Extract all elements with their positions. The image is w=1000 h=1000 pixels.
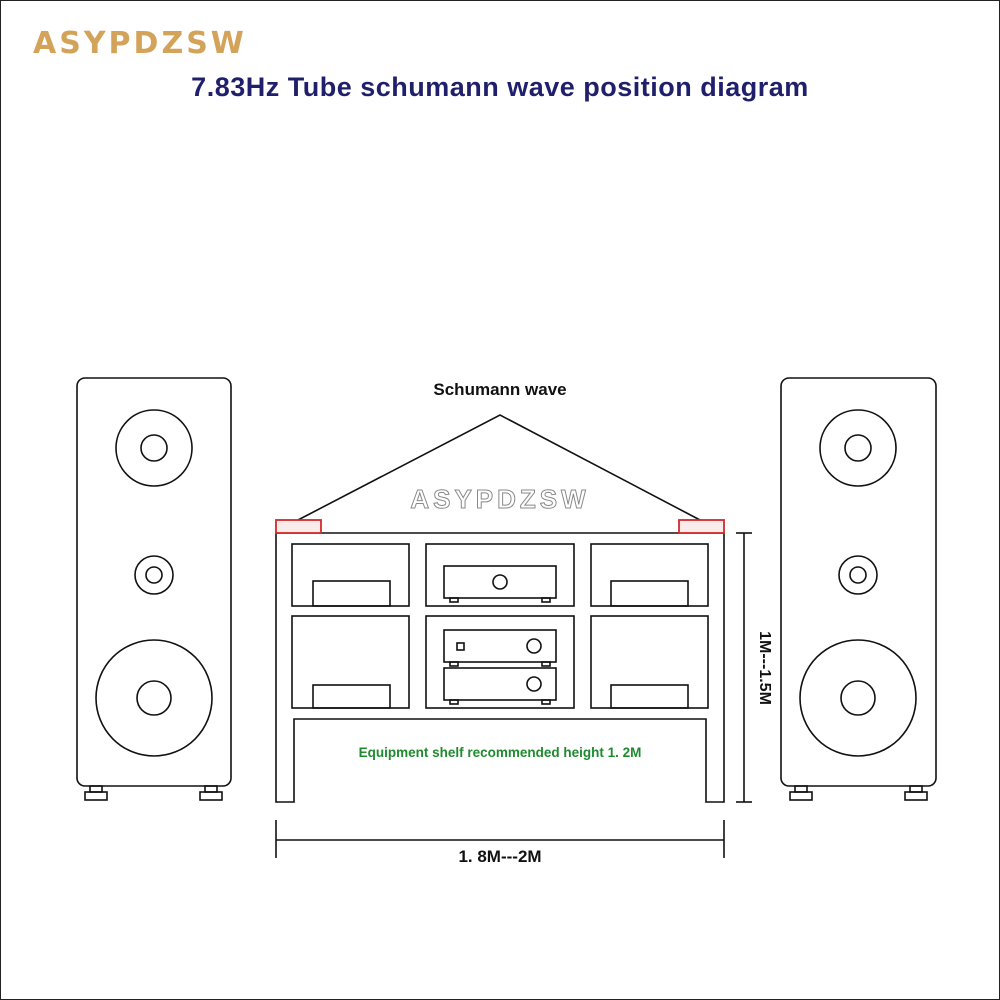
side-box-bottom-left xyxy=(312,684,391,709)
right-tweeter-outer xyxy=(819,409,897,487)
amplifier-top xyxy=(443,565,557,603)
side-box-bottom-right xyxy=(610,684,689,709)
left-speaker-feet xyxy=(84,785,223,801)
left-midrange-outer xyxy=(134,555,174,595)
source-unit xyxy=(443,667,557,705)
left-speaker xyxy=(76,377,232,801)
width-dimension-label: 1. 8M---2M xyxy=(458,847,541,866)
width-dimension xyxy=(275,820,725,858)
rack-frame xyxy=(275,532,725,803)
left-midrange-dome xyxy=(145,566,163,584)
page-title: 7.83Hz Tube schumann wave position diagr… xyxy=(191,72,809,102)
right-midrange-dome xyxy=(849,566,867,584)
tube-units xyxy=(275,519,725,534)
right-speaker xyxy=(780,377,937,801)
rack-slot-bottom-left xyxy=(291,615,410,709)
side-box-top-left xyxy=(312,580,391,607)
left-tweeter-dome xyxy=(140,434,168,462)
left-tweeter-outer xyxy=(115,409,193,487)
left-speaker-cabinet xyxy=(76,377,232,787)
rack-slot-bottom-right xyxy=(590,615,709,709)
tube-right-icon xyxy=(678,519,725,534)
amplifier-top-knob xyxy=(492,574,508,590)
rack-slot-top-center xyxy=(425,543,575,607)
tube-left-icon xyxy=(275,519,322,534)
preamp-unit xyxy=(443,629,557,667)
left-woofer-dome xyxy=(136,680,172,716)
height-dimension xyxy=(736,532,752,803)
right-midrange-outer xyxy=(838,555,878,595)
watermark-text: ASYPDZSW xyxy=(410,484,589,514)
right-tweeter-dome xyxy=(844,434,872,462)
brand-logo: ASYPDZSW xyxy=(33,26,247,61)
right-woofer-dome xyxy=(840,680,876,716)
preamp-knob xyxy=(526,638,542,654)
schumann-wave-label: Schumann wave xyxy=(433,380,566,399)
source-knob xyxy=(526,676,542,692)
right-speaker-cabinet xyxy=(780,377,937,787)
schumann-wave-lines xyxy=(297,414,701,521)
power-indicator-icon xyxy=(456,642,465,651)
rack-slot-top-right xyxy=(590,543,709,607)
shelf-height-note: Equipment shelf recommended height 1. 2M xyxy=(359,745,642,760)
side-box-top-right xyxy=(610,580,689,607)
right-speaker-feet xyxy=(789,785,928,801)
left-woofer-outer xyxy=(95,639,213,757)
height-dimension-label: 1M---1.5M xyxy=(756,631,773,705)
right-woofer-outer xyxy=(799,639,917,757)
rack-slot-bottom-center xyxy=(425,615,575,709)
rack-slot-top-left xyxy=(291,543,410,607)
equipment-rack xyxy=(275,532,725,803)
